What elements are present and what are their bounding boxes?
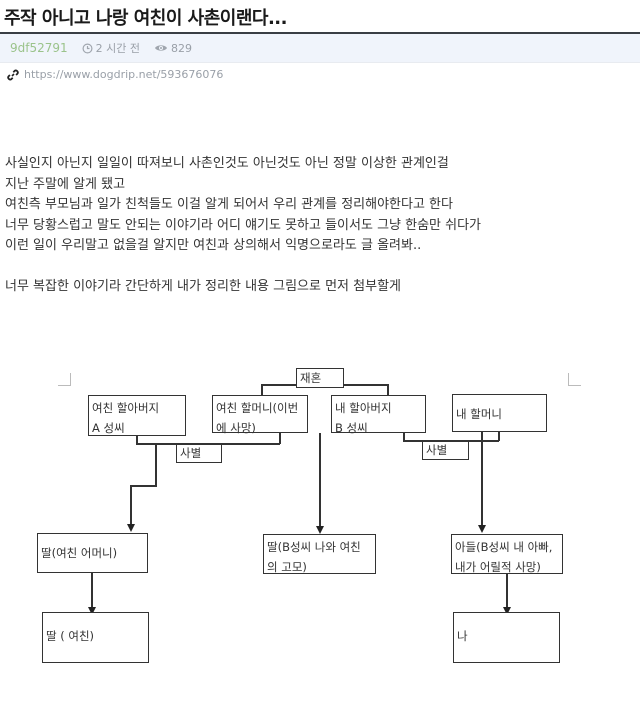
arrow-down-icon bbox=[127, 524, 135, 532]
arrow-down-icon bbox=[478, 525, 486, 533]
connector-line bbox=[155, 444, 157, 486]
connector-line bbox=[261, 384, 263, 395]
node-gf-grandfather: 여친 할아버지 A 성씨 bbox=[88, 395, 186, 436]
node-text: 의 고모) bbox=[267, 560, 307, 574]
connector-line bbox=[403, 440, 499, 442]
node-text: 딸 ( 여친) bbox=[46, 629, 95, 643]
body-line: 너무 복잡한 이야기라 간단하게 내가 정리한 내용 그림으로 먼저 첨부할게 bbox=[5, 279, 401, 294]
node-my-grandmother: 내 할머니 bbox=[452, 394, 547, 432]
page-corner-mark bbox=[58, 373, 71, 386]
label-text: 사별 bbox=[180, 446, 202, 460]
eye-icon bbox=[155, 45, 168, 51]
node-text: 에 사망) bbox=[216, 421, 256, 435]
label-text: 사별 bbox=[426, 443, 448, 457]
node-text: 여친 할머니(이번 bbox=[216, 401, 299, 415]
connector-line bbox=[319, 433, 321, 528]
node-text: 딸(B성씨 나와 여친 bbox=[267, 540, 361, 554]
node-my-grandfather: 내 할아버지 B 성씨 bbox=[331, 395, 426, 435]
separation-label-right: 사별 bbox=[422, 441, 469, 460]
node-me: 나 bbox=[453, 612, 560, 663]
node-my-father: 아들(B성씨 내 아빠, 내가 어릴적 사망) bbox=[451, 534, 563, 574]
post-time: 2 시간 전 bbox=[82, 40, 140, 56]
body-line: 너무 당황스럽고 말도 안되는 이야기라 어디 얘기도 못하고 들이서도 그냥 … bbox=[5, 217, 482, 233]
post-url[interactable]: https://www.dogdrip.net/593676076 bbox=[24, 68, 224, 81]
remarriage-label: 재혼 bbox=[296, 368, 344, 388]
arrow-down-icon bbox=[316, 526, 324, 534]
title-divider bbox=[0, 32, 640, 34]
node-text: 내 할머니 bbox=[456, 407, 502, 421]
node-text: 내가 어릴적 사망) bbox=[455, 560, 541, 574]
connector-line bbox=[506, 574, 508, 612]
node-girlfriend: 딸 ( 여친) bbox=[42, 612, 149, 663]
connector-line bbox=[498, 432, 500, 441]
node-text: A 성씨 bbox=[92, 421, 125, 435]
node-gf-mother: 딸(여친 어머니) bbox=[37, 533, 148, 573]
node-gf-grandmother: 여친 할머니(이번 에 사망) bbox=[212, 395, 308, 435]
node-aunt: 딸(B성씨 나와 여친 의 고모) bbox=[263, 534, 376, 574]
label-text: 재혼 bbox=[300, 371, 322, 385]
page-corner-mark bbox=[568, 373, 581, 386]
arrow-down-icon bbox=[88, 607, 96, 615]
connector-line bbox=[91, 573, 93, 613]
connector-line bbox=[279, 433, 281, 444]
post-views: 829 bbox=[154, 42, 192, 55]
connector-line bbox=[136, 436, 138, 444]
post-link-row: https://www.dogdrip.net/593676076 bbox=[7, 68, 223, 81]
node-text: B 성씨 bbox=[335, 421, 368, 435]
time-ago: 2 시간 전 bbox=[95, 42, 141, 55]
connector-line bbox=[130, 485, 132, 525]
connector-line bbox=[403, 433, 405, 441]
body-line: 이런 일이 우리말고 없을걸 알지만 여친과 상의해서 익명으로라도 글 올려봐… bbox=[5, 238, 422, 253]
clock-icon bbox=[82, 43, 93, 53]
connector-line bbox=[481, 432, 483, 527]
body-line: 지난 주말에 알게 됐고 bbox=[5, 176, 126, 192]
connector-line bbox=[136, 443, 280, 445]
separation-label-left: 사별 bbox=[176, 444, 222, 463]
view-count: 829 bbox=[171, 41, 193, 55]
post-meta-bar: 9df52791 2 시간 전 829 bbox=[0, 34, 640, 63]
body-line: 사실인지 아닌지 일일이 따져보니 사촌인것도 아닌것도 아닌 정말 이상한 관… bbox=[5, 156, 449, 171]
node-text: 여친 할아버지 bbox=[92, 401, 160, 415]
body-blank-line bbox=[5, 257, 481, 278]
author-name[interactable]: 9df52791 bbox=[10, 41, 68, 55]
connector-line bbox=[130, 485, 157, 487]
post-body: 사실인지 아닌지 일일이 따져보니 사촌인것도 아닌것도 아닌 정말 이상한 관… bbox=[5, 154, 481, 298]
link-icon bbox=[7, 69, 19, 80]
arrow-down-icon bbox=[503, 607, 511, 615]
post-title: 주작 아니고 나랑 여친이 사촌이랜다... bbox=[4, 8, 287, 29]
connector-line bbox=[387, 384, 389, 395]
family-tree-diagram: 재혼 여친 할아버지 A 성씨 여친 할머니(이번 에 사망) 내 할아버지 B… bbox=[0, 355, 640, 708]
body-line: 여친측 부모님과 일가 친척들도 이걸 알게 되어서 우리 관계를 정리해야한다… bbox=[5, 197, 453, 212]
node-text: 내 할아버지 bbox=[335, 401, 392, 415]
node-text: 아들(B성씨 내 아빠, bbox=[455, 540, 553, 554]
node-text: 딸(여친 어머니) bbox=[41, 546, 118, 560]
node-text: 나 bbox=[457, 629, 468, 643]
